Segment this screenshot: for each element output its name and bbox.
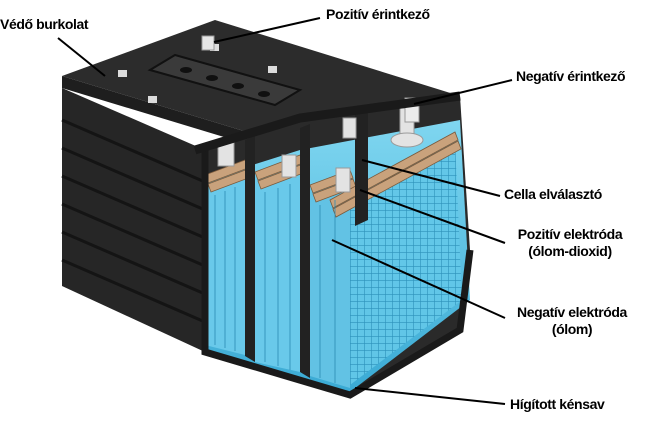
leader-protective-case — [57, 37, 106, 77]
cell-terminals — [217, 107, 424, 193]
label-protective-case: Védő burkolat — [0, 16, 89, 32]
leader-positive-terminal — [213, 17, 321, 43]
label-dilute-acid: Hígított kénsav — [510, 396, 605, 412]
label-positive-terminal: Pozitív érintkező — [326, 6, 430, 22]
label-positive-electrode: Pozitív elektróda (ólom-dioxid) — [517, 226, 623, 259]
label-negative-electrode: Negatív elektróda (ólom) — [517, 304, 627, 337]
cutaway-edge — [201, 150, 474, 399]
lid-vents — [180, 67, 270, 97]
leader-dilute-acid — [354, 387, 506, 405]
label-negative-terminal: Negatív érintkező — [516, 68, 626, 84]
case-ribs — [61, 118, 206, 324]
positive-terminal-post — [201, 35, 215, 51]
cell-walls — [245, 108, 368, 378]
case-left-face — [62, 88, 205, 352]
leader-cell-separator — [361, 159, 501, 197]
leader-negative-terminal — [413, 79, 513, 105]
label-cell-separator: Cella elválasztó — [504, 186, 602, 202]
leader-negative-electrode — [331, 239, 506, 319]
cutaway-top-edge — [193, 91, 461, 155]
leader-lines — [57, 17, 513, 405]
leader-positive-electrode — [359, 189, 506, 244]
